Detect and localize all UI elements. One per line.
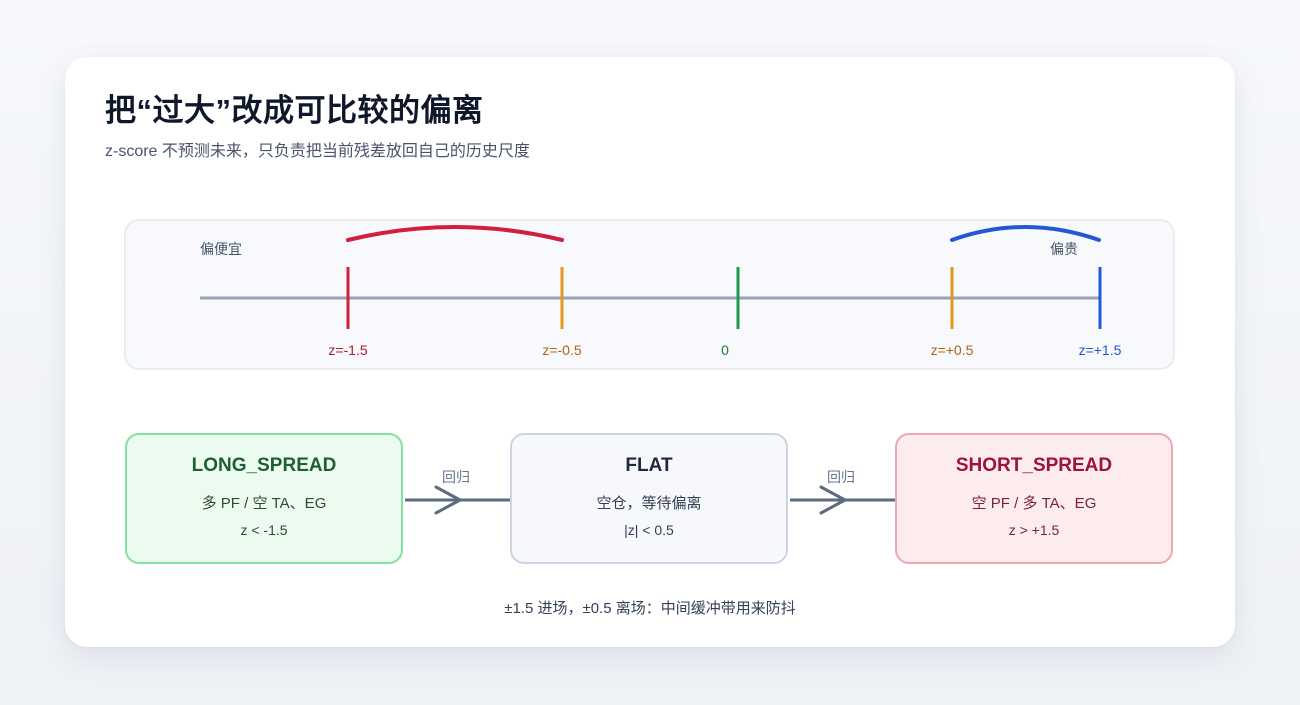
zscore-tick-labels: z=-1.5 z=-0.5 0 z=+0.5 z=+1.5 — [328, 342, 1121, 358]
arrowhead-flat-short-icon — [819, 485, 847, 515]
expensive-label: 偏贵 — [1050, 241, 1078, 257]
state-flat-condition: |z| < 0.5 — [624, 522, 674, 538]
page-subtitle: z-score 不预测未来，只负责把当前残差放回自己的历史尺度 — [105, 143, 530, 160]
diagram-card: 把“过大”改成可比较的偏离 z-score 不预测未来，只负责把当前残差放回自己… — [65, 57, 1235, 647]
connector-flat-short-label: 回归 — [827, 469, 855, 485]
tick-label-z-minus-0-5: z=-0.5 — [542, 342, 582, 358]
tick-label-z-zero: 0 — [721, 342, 729, 358]
state-long-condition: z < -1.5 — [240, 522, 288, 538]
state-flat: FLAT 空仓，等待偏离 |z| < 0.5 — [510, 433, 788, 564]
state-long-title: LONG_SPREAD — [191, 455, 337, 476]
state-flat-position: 空仓，等待偏离 — [596, 495, 702, 512]
state-short-spread: SHORT_SPREAD 空 PF / 多 TA、EG z > +1.5 — [895, 433, 1173, 564]
page-title: 把“过大”改成可比较的偏离 — [105, 93, 484, 128]
cheap-zone-arc — [346, 225, 564, 242]
tick-label-z-plus-0-5: z=+0.5 — [931, 342, 974, 358]
zscore-ticks — [346, 267, 1102, 329]
tick-label-z-plus-1-5: z=+1.5 — [1079, 342, 1122, 358]
state-short-title: SHORT_SPREAD — [955, 455, 1113, 476]
tick-label-z-minus-1-5: z=-1.5 — [328, 342, 368, 358]
expensive-zone-arc — [950, 225, 1101, 242]
diagram-canvas: 偏便宜 偏贵 z=-1.5 z=-0.5 0 z=+0.5 z=+1.5 回归 … — [124, 219, 1175, 515]
state-short-condition: z > +1.5 — [1008, 522, 1060, 538]
state-long-position: 多 PF / 空 TA、EG — [201, 495, 327, 512]
zscore-scale-panel — [124, 219, 1175, 370]
arrowhead-long-flat-icon — [434, 485, 462, 515]
state-short-position: 空 PF / 多 TA、EG — [971, 495, 1097, 512]
cheap-label: 偏便宜 — [200, 241, 242, 257]
state-long-spread: LONG_SPREAD 多 PF / 空 TA、EG z < -1.5 — [125, 433, 403, 564]
footnote: ±1.5 进场，±0.5 离场：中间缓冲带用来防抖 — [504, 600, 796, 617]
connector-long-flat-label: 回归 — [442, 469, 470, 485]
state-flat-title: FLAT — [625, 455, 673, 476]
